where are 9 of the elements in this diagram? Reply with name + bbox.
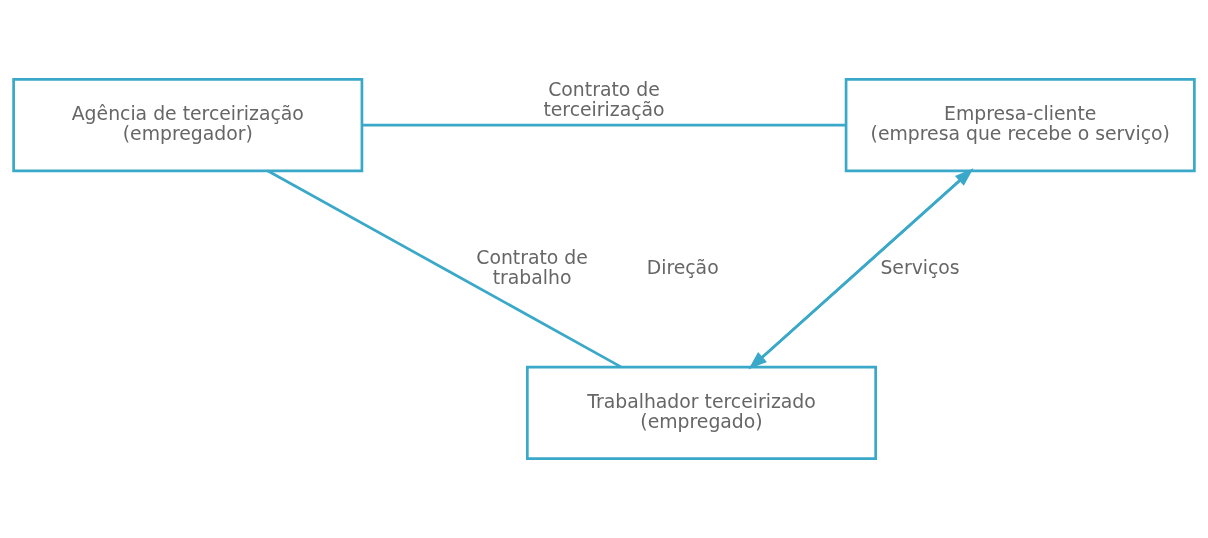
node-box: Trabalhador terceirizado (empregado) (526, 365, 877, 460)
node-box: Agência de terceirização (empregador) (12, 78, 364, 173)
edge-label: Direção (646, 256, 719, 278)
edge-label: Contrato de trabalho (476, 246, 588, 289)
connector (267, 169, 623, 369)
node-box: Empresa-cliente (empresa que recebe o serviço) (844, 78, 1196, 173)
edge-label: Serviços (880, 256, 960, 278)
edge-label: Contrato de terceirização (543, 78, 665, 120)
connector (362, 123, 846, 127)
